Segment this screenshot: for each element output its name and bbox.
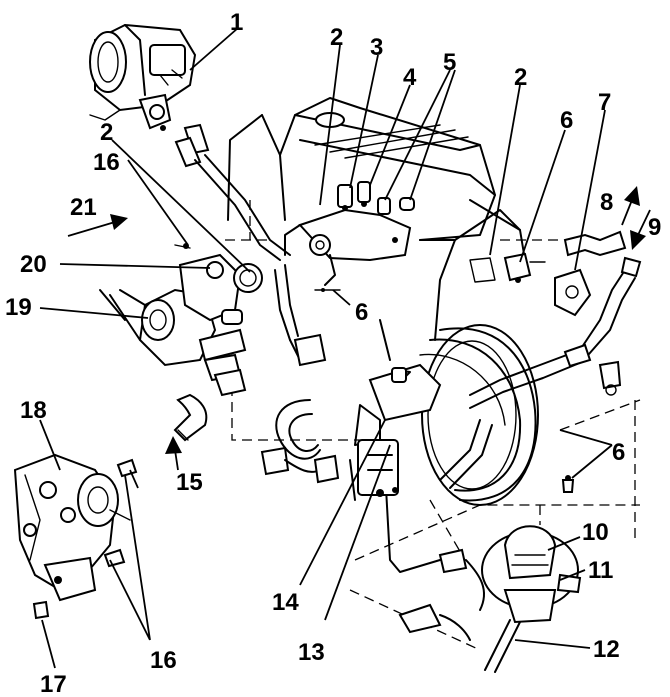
callout-6-right: 6 xyxy=(612,439,625,466)
callout-12: 12 xyxy=(593,636,620,663)
callout-19: 19 xyxy=(5,294,32,321)
callout-2-right: 2 xyxy=(514,64,527,91)
arrow-21-icon xyxy=(110,214,128,230)
callout-9: 9 xyxy=(648,214,661,241)
booster-hoses xyxy=(439,256,642,489)
engine-block xyxy=(227,97,526,573)
callout-13: 13 xyxy=(298,639,325,666)
callout-16-top: 16 xyxy=(93,149,120,176)
bracket-assembly xyxy=(13,453,131,602)
brake-booster xyxy=(419,324,539,506)
bottom-hoses xyxy=(398,548,485,641)
callout-7: 7 xyxy=(598,89,611,116)
callout-6-middle: 6 xyxy=(355,299,368,326)
hose-15 xyxy=(173,393,208,442)
valve-group xyxy=(284,181,415,286)
callout-18: 18 xyxy=(20,397,47,424)
flow-arrows xyxy=(67,186,651,471)
arrow-15-icon xyxy=(165,436,182,454)
callout-21: 21 xyxy=(70,194,97,221)
callout-2-top: 2 xyxy=(330,24,343,51)
callout-6-top: 6 xyxy=(560,107,573,134)
vacuum-reservoir xyxy=(481,525,582,673)
arrow-8-icon xyxy=(624,186,640,206)
loop-hose xyxy=(260,264,340,484)
callout-8: 8 xyxy=(600,189,613,216)
vacuum-pump-assembly xyxy=(99,253,263,397)
master-cylinder xyxy=(354,363,442,497)
callout-5: 5 xyxy=(443,49,456,76)
callout-1: 1 xyxy=(230,9,243,36)
callout-14: 14 xyxy=(272,589,299,616)
callout-10: 10 xyxy=(582,519,609,546)
callout-labels: 1 2 3 4 5 2 6 7 8 9 6 6 10 11 12 13 14 1… xyxy=(5,9,661,697)
leader-lines xyxy=(39,27,613,669)
connectors-top-left xyxy=(174,123,291,261)
right-hoses xyxy=(314,230,627,317)
callout-20: 20 xyxy=(20,251,47,278)
throttle-body xyxy=(89,23,197,131)
callout-16-bottom: 16 xyxy=(150,647,177,674)
port-flange xyxy=(469,257,496,283)
hose-8 xyxy=(563,230,627,257)
callout-17: 17 xyxy=(40,671,67,697)
callout-11: 11 xyxy=(588,557,613,584)
callout-3: 3 xyxy=(370,34,383,61)
callout-15: 15 xyxy=(176,469,203,496)
callout-2-left: 2 xyxy=(100,119,113,146)
bolts xyxy=(32,243,575,620)
callout-4: 4 xyxy=(403,64,417,91)
arrow-9-icon xyxy=(630,230,646,250)
bracket-7 xyxy=(554,268,592,317)
